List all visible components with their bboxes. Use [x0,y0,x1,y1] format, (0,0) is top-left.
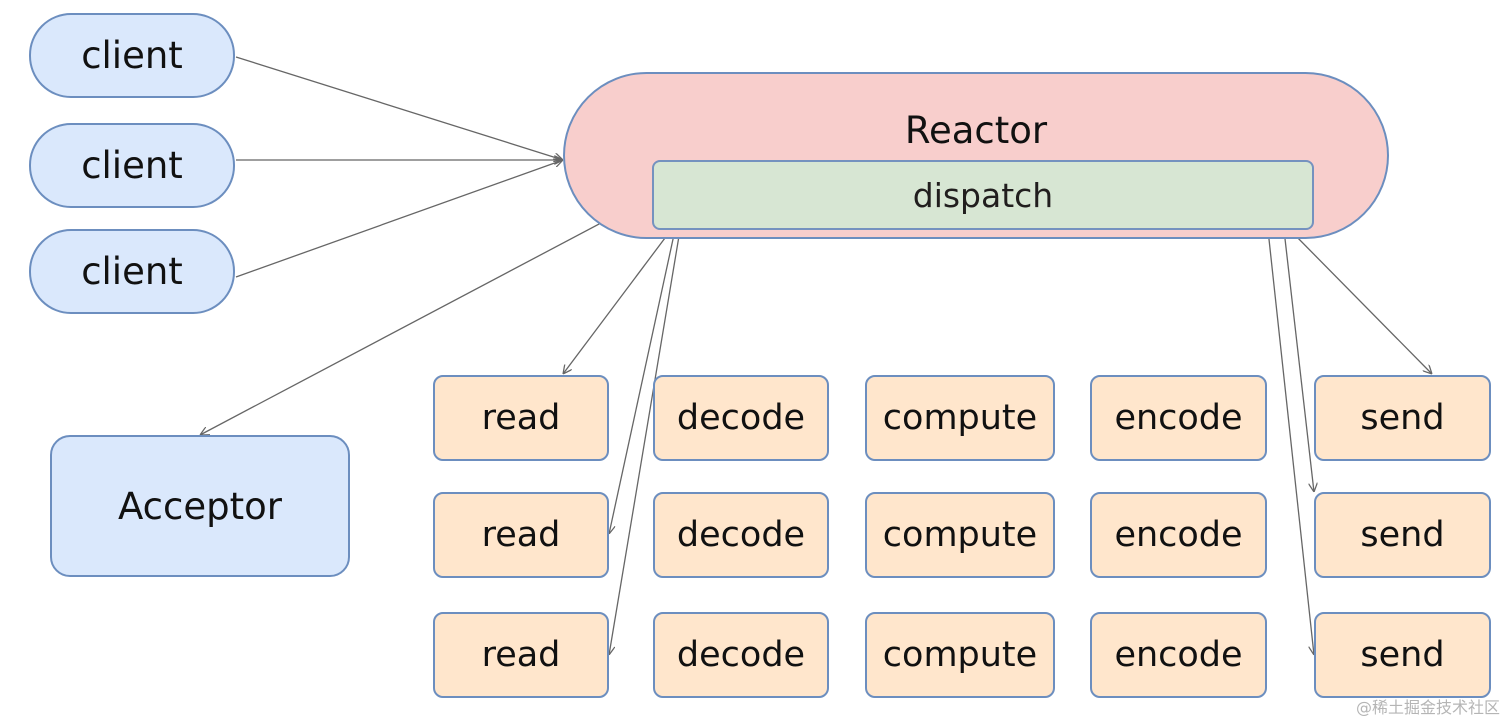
dispatch-node: dispatch [652,160,1314,230]
worker-send-2: send [1314,492,1491,578]
watermark-text: @稀土掘金技术社区 [1355,698,1500,717]
arrow-dispatch-send1 [1289,229,1432,374]
client-node-3: client [29,229,235,314]
worker-encode-1: encode [1090,375,1267,461]
worker-encode-2: encode [1090,492,1267,578]
worker-read-2: read [433,492,609,578]
arrow-dispatch-send3 [1267,229,1314,655]
worker-read-1: read [433,375,609,461]
worker-send-3: send [1314,612,1491,698]
worker-decode-2: decode [653,492,829,578]
arrow-client1-reactor [235,56,563,160]
worker-compute-3: compute [865,612,1055,698]
client-node-1: client [29,13,235,98]
worker-compute-2: compute [865,492,1055,578]
arrow-client3-reactor [235,160,563,278]
client-node-2: client [29,123,235,208]
arrow-dispatch-read1 [563,229,672,374]
worker-encode-3: encode [1090,612,1267,698]
worker-compute-1: compute [865,375,1055,461]
arrow-dispatch-send2 [1283,229,1314,492]
worker-send-1: send [1314,375,1491,461]
worker-decode-1: decode [653,375,829,461]
acceptor-node: Acceptor [50,435,350,577]
worker-read-3: read [433,612,609,698]
worker-decode-3: decode [653,612,829,698]
